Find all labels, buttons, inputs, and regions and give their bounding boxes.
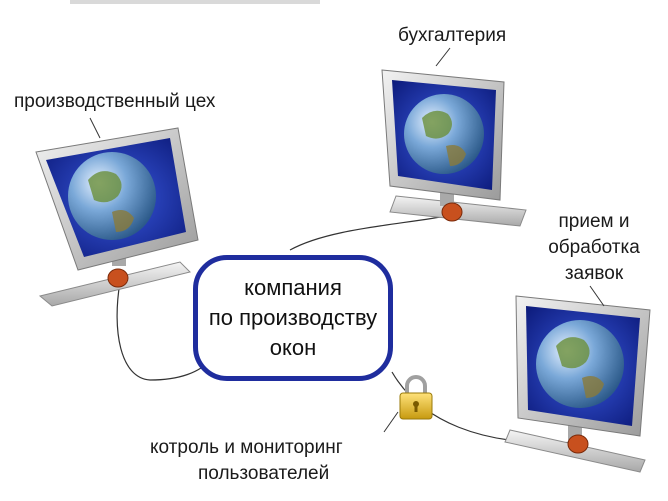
label-monitoring-1: котроль и мониторинг	[150, 437, 343, 458]
computer-accounting	[381, 69, 527, 227]
computer-production	[35, 127, 199, 307]
label-accounting: бухгалтерия	[398, 25, 507, 46]
center-line-2: по производству	[208, 305, 378, 330]
computer-icon	[504, 295, 651, 473]
label-orders-2: обработка	[548, 237, 640, 258]
cable-accounting	[289, 214, 453, 251]
center-company-box: компания по производству окон	[193, 255, 393, 381]
label-production: производственный цех	[14, 91, 216, 112]
pointer-accounting	[435, 47, 451, 67]
computer-icon	[35, 127, 199, 307]
center-line-1: компания	[244, 275, 342, 300]
pointer-monitoring	[383, 411, 399, 433]
label-monitoring-2: пользователей	[198, 463, 330, 484]
center-line-3: окон	[269, 335, 317, 360]
pointer-production	[89, 117, 101, 139]
computer-icon	[381, 69, 527, 227]
label-orders-3: заявок	[564, 263, 624, 284]
pointer-orders	[589, 285, 605, 307]
lock-icon	[399, 375, 433, 420]
top-edge-remnant	[70, 0, 320, 4]
cable-production	[116, 281, 211, 381]
computer-orders	[504, 295, 651, 473]
label-orders-1: прием и	[558, 211, 630, 232]
